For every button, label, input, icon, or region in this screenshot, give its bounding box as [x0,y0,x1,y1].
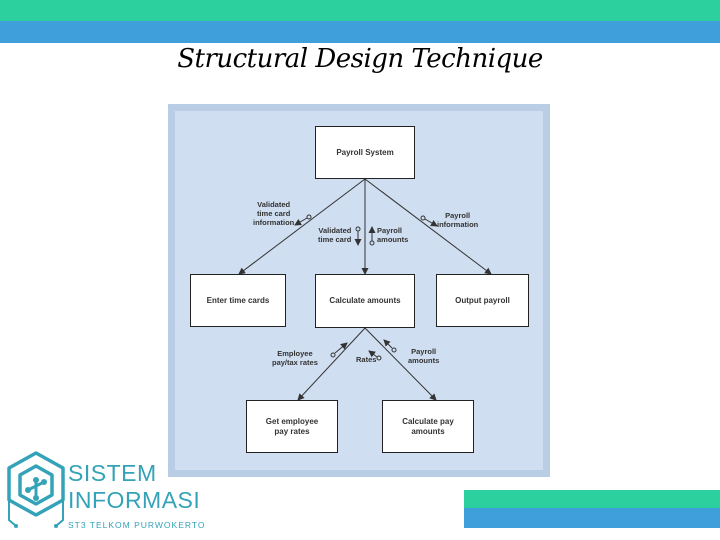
structure-chart-canvas: Payroll System Enter time cards Calculat… [175,111,543,470]
label-validated-time-card: Validated time card [318,226,352,244]
box-calculate-pay-amounts: Calculate pay amounts [382,400,474,453]
box-get-employee-pay-rates: Get employee pay rates [246,400,338,453]
label-payroll-information: Payroll information [437,211,479,229]
logo-text-sistem: SISTEM [68,460,157,486]
logo-text-informasi: INFORMASI [68,487,201,513]
label-validated-time-card-information: Validated time card information [253,200,295,227]
data-couple-validated-time-card [354,226,362,246]
top-blue-band [0,21,720,43]
data-couple-payroll-amounts-bottom [383,339,397,353]
box-enter-time-cards: Enter time cards [190,274,286,327]
label-payroll-amounts-bottom: Payroll amounts [408,347,440,365]
box-payroll-system: Payroll System [315,126,415,179]
label-rates: Rates [356,355,377,364]
slide-title: Structural Design Technique [177,44,543,74]
logo-text-institution: ST3 TELKOM PURWOKERTO [68,520,206,530]
connector-to-output-payroll [364,178,492,275]
box-output-payroll: Output payroll [436,274,529,327]
connector-to-enter-time-cards [238,178,366,275]
bottom-green-band [464,490,720,508]
sistem-informasi-logo-icon [7,451,65,528]
structure-chart-connectors [238,178,492,401]
top-green-band [0,0,720,21]
connector-to-get-employee-pay-rates [297,327,366,401]
label-payroll-amounts-top: Payroll amounts [377,226,409,244]
structure-chart: Payroll System Enter time cards Calculat… [168,104,550,477]
box-calculate-amounts: Calculate amounts [315,274,415,328]
data-couple-payroll-information [420,215,438,227]
label-employee-pay-tax-rates: Employee pay/tax rates [272,349,318,367]
data-couple-payroll-amounts-top [368,226,376,246]
data-couple-validated-time-card-information [294,214,312,226]
bottom-blue-band [464,508,720,528]
connector-to-calculate-pay-amounts [364,327,437,401]
data-couple-rates [368,350,382,361]
data-couple-employee-pay-tax-rates [330,342,348,358]
